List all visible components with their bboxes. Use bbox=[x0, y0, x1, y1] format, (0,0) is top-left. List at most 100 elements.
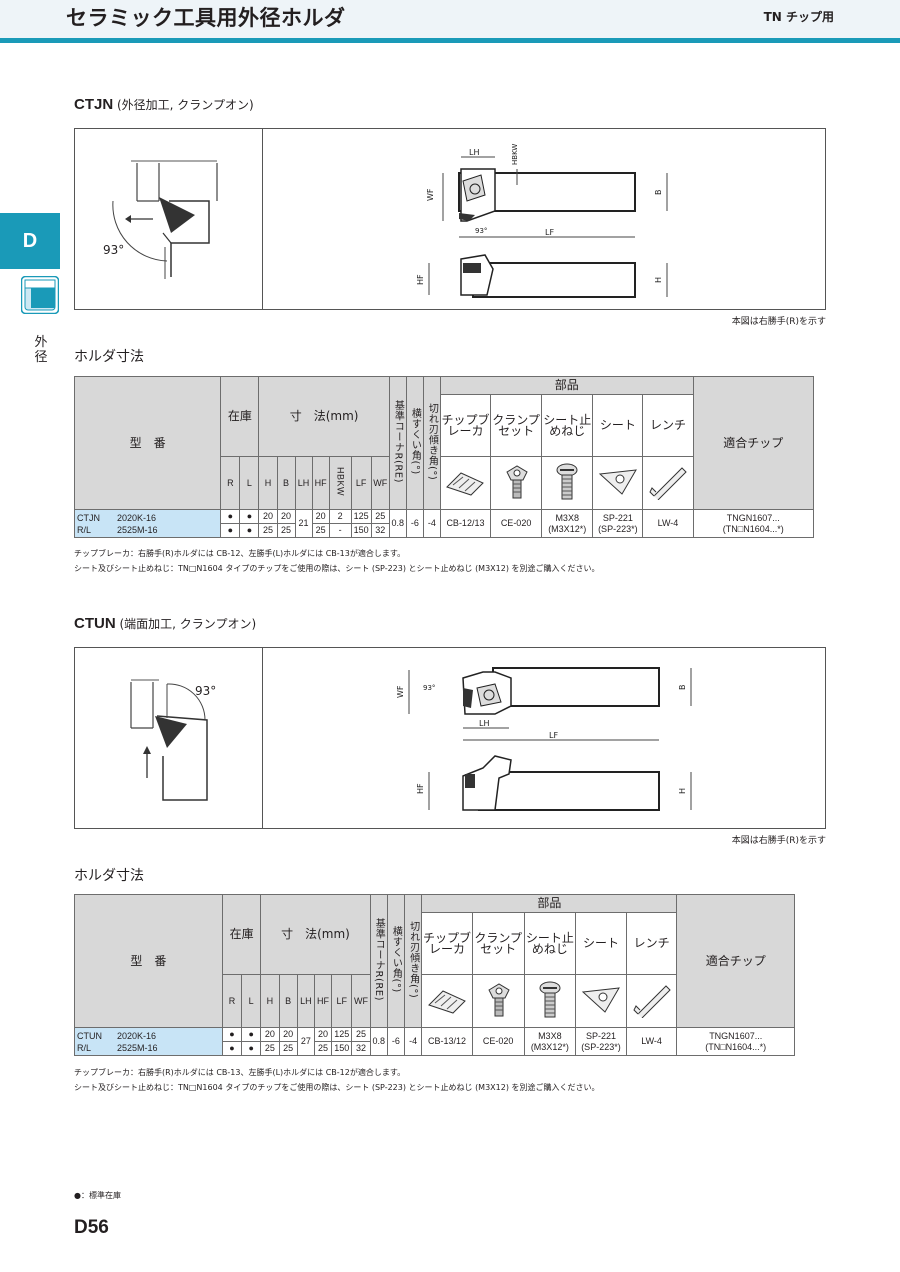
seat-icon bbox=[575, 974, 627, 1028]
rake-angle: -6 bbox=[386, 1027, 406, 1056]
ctjn-section-title: CTJN (外径加工, クランプオン) bbox=[74, 96, 254, 113]
svg-text:LH: LH bbox=[469, 148, 479, 157]
ctun-schematic-angle: 93° bbox=[195, 684, 217, 698]
wrench-part: LW-4 bbox=[625, 1027, 678, 1056]
svg-text:HF: HF bbox=[416, 783, 425, 794]
dim-lf: 125 bbox=[350, 509, 372, 524]
dim-h: 20 bbox=[260, 1027, 280, 1042]
dim-lh: 21 bbox=[294, 509, 313, 538]
dim-h: 25 bbox=[258, 523, 278, 538]
page-title: セラミック工具用外径ホルダ bbox=[66, 6, 346, 30]
col-hf: HF bbox=[311, 456, 330, 510]
ctun-code: CTUN bbox=[74, 615, 116, 632]
dim-b: 20 bbox=[276, 509, 296, 524]
dim-b: 25 bbox=[276, 523, 296, 538]
model-prefix: CTUN R/L bbox=[77, 1030, 102, 1053]
ctun-section-title: CTUN (端面加工, クランプオン) bbox=[74, 615, 256, 632]
col-wf: WF bbox=[351, 974, 371, 1028]
ctjn-schematic-angle: 93° bbox=[103, 243, 125, 257]
header-clamp-set: クランプセット bbox=[490, 394, 543, 457]
svg-text:LH: LH bbox=[479, 719, 489, 728]
stock-l: ● bbox=[241, 1041, 262, 1056]
svg-text:93°: 93° bbox=[475, 227, 487, 235]
model-prefix: CTJN R/L bbox=[77, 512, 100, 535]
header-parts: 部品 bbox=[439, 376, 694, 395]
dim-hbkw: 2 bbox=[328, 509, 352, 524]
header-chipbreaker: チップブレーカ bbox=[421, 912, 473, 975]
clamp-set-icon bbox=[490, 456, 543, 510]
seat-icon bbox=[592, 456, 644, 510]
svg-text:WF: WF bbox=[426, 188, 435, 201]
header-seat-screw: シート止めねじ bbox=[523, 912, 577, 975]
col-lf: LF bbox=[350, 456, 372, 510]
ctun-note-1: チップブレーカ：右勝手(R)ホルダには CB-13、左勝手(L)ホルダには CB… bbox=[74, 1068, 406, 1077]
svg-text:LF: LF bbox=[545, 228, 554, 237]
inclination-angle: -4 bbox=[422, 509, 441, 538]
col-h: H bbox=[260, 974, 280, 1028]
dim-hf: 25 bbox=[313, 1041, 333, 1056]
col-wf: WF bbox=[370, 456, 390, 510]
dim-h: 25 bbox=[260, 1041, 280, 1056]
header-dimensions: 寸 法(mm) bbox=[258, 376, 390, 457]
ctun-machining-schematic bbox=[130, 679, 208, 801]
svg-text:LF: LF bbox=[549, 731, 558, 740]
stock-legend: ●：標準在庫 bbox=[74, 1191, 121, 1200]
svg-text:B: B bbox=[654, 190, 663, 196]
dim-hf: 25 bbox=[311, 523, 330, 538]
header-insert-type: TN チップ用 bbox=[763, 10, 834, 24]
stock-r: ● bbox=[221, 1041, 243, 1056]
ctjn-note-1: チップブレーカ：右勝手(R)ホルダには CB-12、左勝手(L)ホルダには CB… bbox=[74, 549, 406, 558]
clamp-set-part: CE-020 bbox=[490, 509, 543, 538]
corner-radius: 0.8 bbox=[369, 1027, 388, 1056]
section-tab-d[interactable]: D bbox=[0, 213, 60, 269]
ctun-dimension-drawing: WF 93° B LH LF HF H bbox=[396, 667, 692, 811]
stock-l: ● bbox=[241, 1027, 262, 1042]
header-corner-radius: 基準コーナR(RE) bbox=[369, 894, 388, 1028]
ctjn-table-title: ホルダ寸法 bbox=[74, 349, 144, 365]
stock-l: ● bbox=[239, 523, 260, 538]
col-l: L bbox=[239, 456, 260, 510]
ctun-drawing-note: 本図は右勝手(R)を示す bbox=[731, 836, 826, 846]
chipbreaker-part: CB-12/13 bbox=[439, 509, 492, 538]
header-inclination-angle: 切れ刃傾き角(°) bbox=[404, 894, 423, 1028]
ctjn-machining-schematic bbox=[112, 160, 218, 279]
dim-wf: 25 bbox=[370, 509, 390, 524]
svg-text:H: H bbox=[654, 277, 663, 283]
stock-l: ● bbox=[239, 509, 260, 524]
ctjn-drawing-note: 本図は右勝手(R)を示す bbox=[731, 317, 826, 327]
ctun-drawing-box: 93° WF 93° B LH LF HF H bbox=[74, 647, 826, 829]
header-inclination-angle: 切れ刃傾き角(°) bbox=[422, 376, 441, 510]
dim-lh: 27 bbox=[296, 1027, 315, 1056]
col-b: B bbox=[278, 974, 298, 1028]
inclination-angle: -4 bbox=[404, 1027, 423, 1056]
ctjn-spec-table: 型 番 在庫 寸 法(mm) 基準コーナR(RE) 横すくい角(°) 切れ刃傾き… bbox=[73, 376, 815, 538]
svg-text:HF: HF bbox=[416, 274, 425, 285]
header-clamp-set: クランプセット bbox=[471, 912, 525, 975]
model-suffix: 2020K-16 bbox=[117, 1030, 157, 1041]
external-turning-icon bbox=[21, 276, 59, 314]
corner-radius: 0.8 bbox=[388, 509, 407, 538]
ctjn-note-2: シート及びシート止めねじ：TN□N1604 タイプのチップをご使用の際は、シート… bbox=[74, 564, 600, 573]
col-lf: LF bbox=[331, 974, 353, 1028]
col-l: L bbox=[241, 974, 262, 1028]
header-model: 型 番 bbox=[73, 376, 222, 510]
model-suffix: 2020K-16 bbox=[117, 512, 157, 523]
header-seat: シート bbox=[592, 394, 644, 457]
header-rake-angle: 横すくい角(°) bbox=[386, 894, 406, 1028]
dim-b: 20 bbox=[278, 1027, 298, 1042]
col-lh: LH bbox=[294, 456, 313, 510]
header-chipbreaker: チップブレーカ bbox=[439, 394, 492, 457]
chipbreaker-icon bbox=[421, 974, 473, 1028]
wrench-part: LW-4 bbox=[642, 509, 694, 538]
dim-lf: 150 bbox=[350, 523, 372, 538]
seat-screw-part: M3X8(M3X12*) bbox=[523, 1027, 577, 1056]
svg-text:HBKW: HBKW bbox=[511, 144, 519, 165]
col-r: R bbox=[220, 456, 241, 510]
header-dimensions: 寸 法(mm) bbox=[260, 894, 371, 975]
col-lh: LH bbox=[296, 974, 315, 1028]
header-stock: 在庫 bbox=[221, 894, 262, 975]
header-insert: 適合チップ bbox=[692, 376, 815, 510]
dim-wf: 32 bbox=[351, 1041, 371, 1056]
